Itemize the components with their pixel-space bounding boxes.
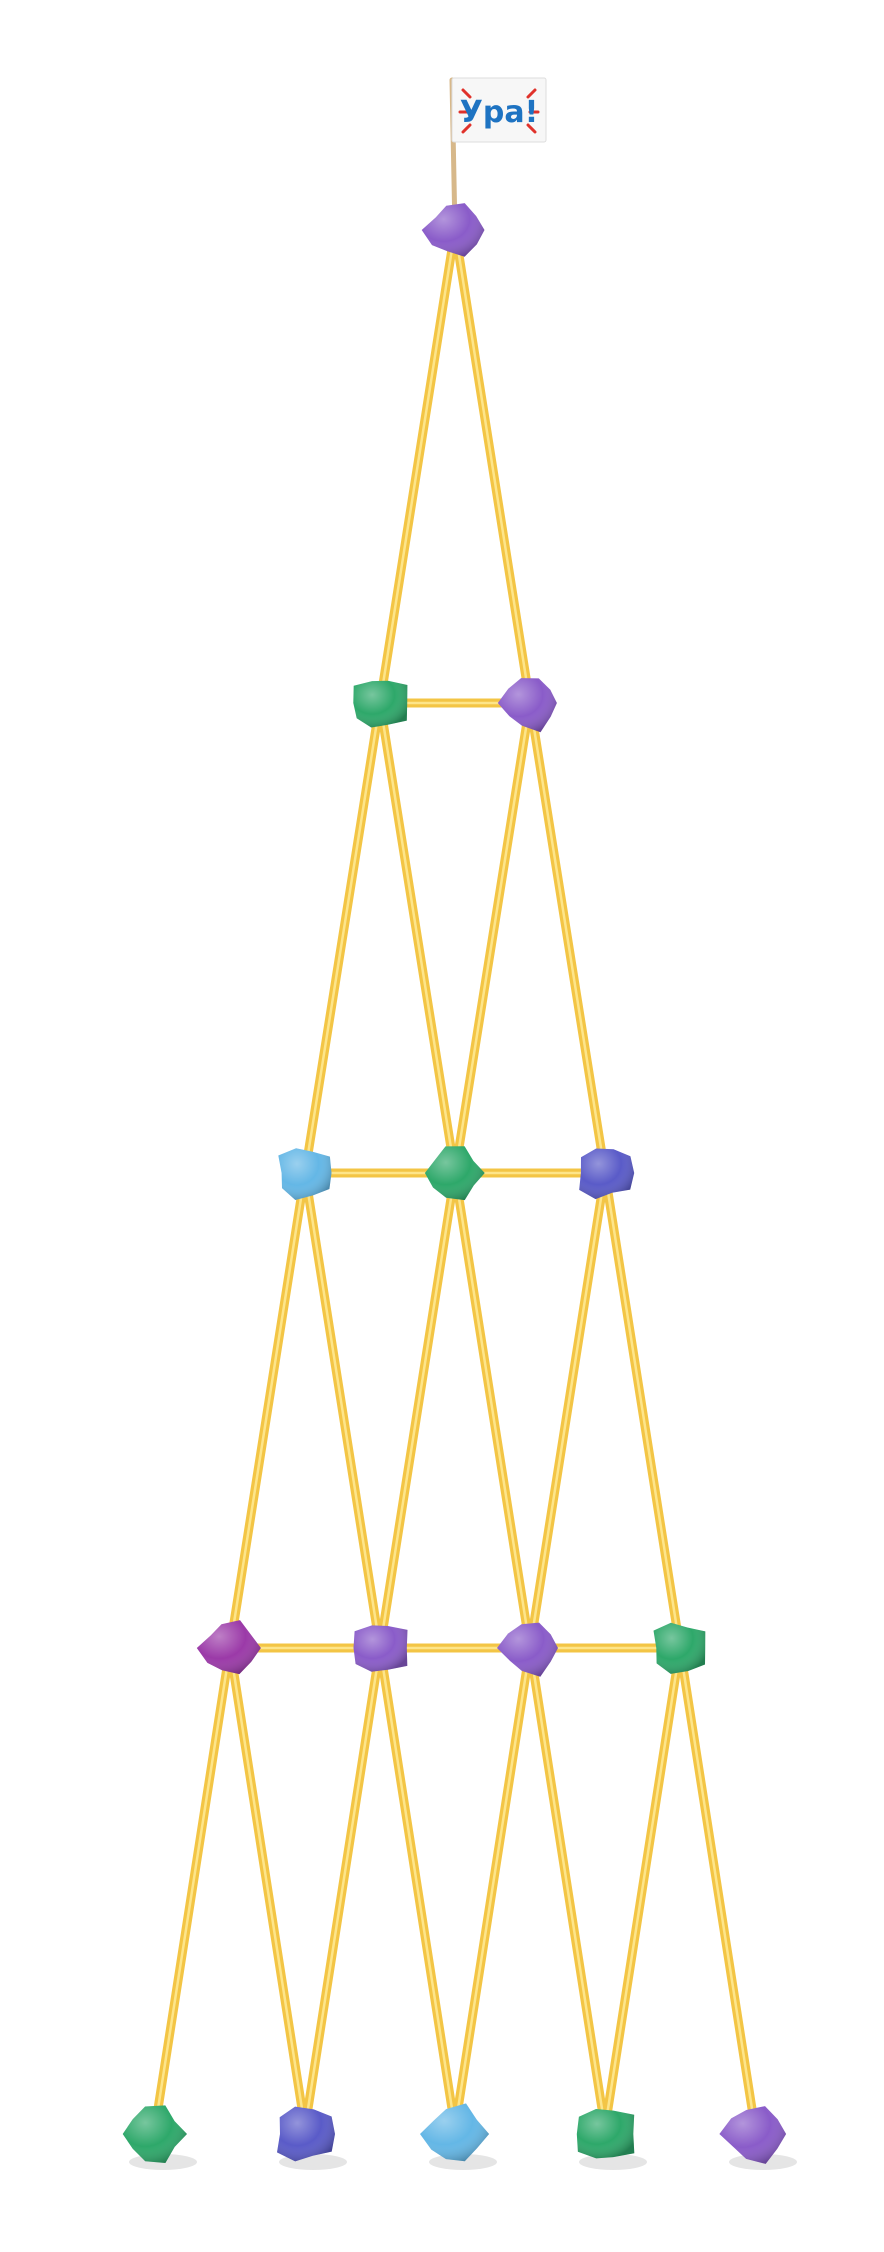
stick-highlight bbox=[528, 1646, 607, 2130]
stick-highlight bbox=[303, 1646, 382, 2130]
burst-line bbox=[526, 88, 537, 99]
stick-highlight bbox=[528, 701, 607, 1175]
stick-highlight bbox=[153, 1646, 232, 2130]
clay-ball-shading bbox=[420, 2103, 490, 2162]
stick-highlight bbox=[228, 1646, 307, 2130]
clay-ball-shading bbox=[424, 1146, 485, 1201]
clay-ball-shading bbox=[196, 1620, 261, 1675]
stick-highlight bbox=[303, 701, 382, 1175]
clay-balls bbox=[122, 203, 787, 2164]
stick-highlight bbox=[303, 1171, 382, 1650]
flag: Ура! bbox=[451, 77, 547, 143]
stick-highlight bbox=[678, 1646, 757, 2130]
clay-ball-shading bbox=[497, 1622, 558, 1677]
stick-highlight bbox=[378, 1646, 457, 2130]
stick-highlight bbox=[228, 1171, 307, 1650]
burst-line bbox=[526, 123, 537, 134]
stick-highlight bbox=[453, 701, 532, 1175]
stick-highlight bbox=[453, 228, 532, 705]
burst-lines bbox=[458, 88, 540, 134]
clay-ball-shading bbox=[353, 680, 408, 728]
stick-highlight bbox=[378, 1171, 457, 1650]
stick-highlight bbox=[453, 1171, 532, 1650]
stick-highlight bbox=[378, 701, 457, 1175]
burst-line bbox=[461, 123, 472, 134]
clay-ball-shading bbox=[497, 678, 557, 733]
stick-highlight bbox=[528, 1171, 607, 1650]
clay-ball-shading bbox=[277, 2106, 335, 2162]
clay-ball-shading bbox=[421, 203, 485, 257]
flag-text: Ура! bbox=[460, 95, 539, 130]
clay-ball-shading bbox=[719, 2106, 787, 2164]
stick-highlight bbox=[453, 1646, 532, 2130]
stick-highlight bbox=[603, 1646, 682, 2130]
sticks bbox=[150, 225, 760, 2133]
stick-highlight bbox=[378, 228, 457, 705]
clay-ball-shading bbox=[353, 1625, 408, 1672]
clay-ball-shading bbox=[122, 2105, 187, 2163]
clay-ball-shading bbox=[576, 2109, 635, 2159]
clay-ball-shading bbox=[579, 1148, 635, 1200]
burst-line bbox=[461, 88, 472, 99]
stick-highlight bbox=[603, 1171, 682, 1650]
clay-ball-shading bbox=[278, 1148, 332, 1200]
clay-ball-shading bbox=[653, 1622, 706, 1674]
flag-cloth bbox=[451, 77, 547, 143]
